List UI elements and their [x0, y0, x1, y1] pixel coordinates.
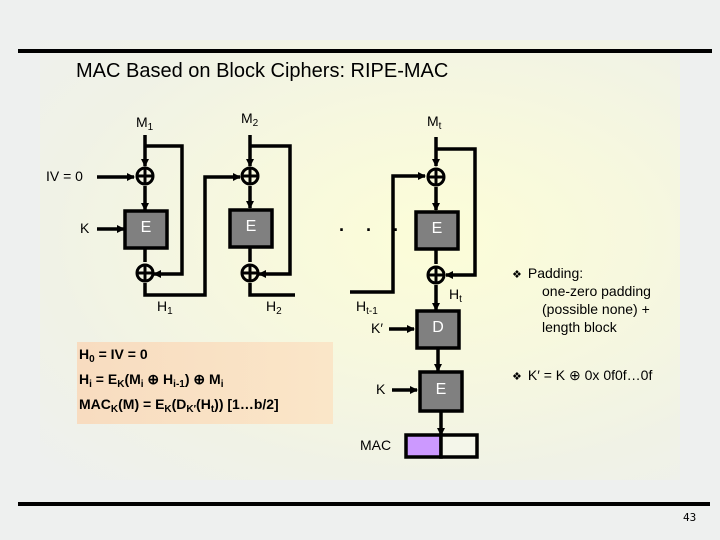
xor-icon-2-out [240, 263, 260, 283]
block-e2 [228, 208, 274, 249]
wire-m2-bypass [250, 144, 292, 278]
bullet-icon: ❖ [512, 371, 522, 383]
mac-output-left [404, 433, 443, 459]
block-d-label: D [432, 319, 444, 336]
block-e1 [123, 209, 169, 250]
wire-ht-1 [350, 172, 426, 294]
note-kprime: ❖K′ = K ⊕ 0x 0f0f…0f [512, 367, 653, 383]
label-k-prime: K′ [371, 320, 383, 336]
label-mac: MAC [360, 437, 392, 453]
note-padding: ❖Padding: [512, 265, 584, 281]
label-k-final: K [376, 381, 386, 397]
bottom-rule [18, 502, 710, 506]
formula-box [77, 342, 333, 424]
block-e-final [418, 370, 464, 413]
note-padding-line4: length block [542, 319, 617, 335]
note-padding-line2: one-zero padding [542, 283, 651, 299]
label-m1: M1 [136, 114, 154, 133]
wire-mt-bypass [436, 147, 477, 279]
label-m2: M2 [241, 110, 259, 129]
formula-h0: H0 = IV = 0 [79, 346, 148, 365]
label-mt: Mt [427, 113, 442, 132]
xor-icon-t-in [426, 167, 446, 187]
xor-icon-t-out [426, 265, 446, 285]
block-et [414, 210, 460, 251]
block-e-final-label: E [435, 381, 447, 398]
xor-icon-2-in [240, 166, 260, 186]
bullet-icon: ❖ [512, 269, 522, 281]
mac-output-right [439, 433, 479, 459]
label-k: K [80, 220, 90, 236]
xor-icon-1-out [135, 263, 155, 283]
wire-h2 [248, 283, 295, 297]
formula-mac: MACK(M) = EK(DK′(Ht)) [1…b/2] [79, 396, 279, 415]
page-number: 43 [683, 511, 697, 524]
wire-h1 [143, 173, 241, 297]
block-et-label: E [431, 220, 443, 237]
label-ht-minus-1: Ht-1 [356, 298, 378, 317]
xor-icon-1-in [135, 166, 155, 186]
slide-title: MAC Based on Block Ciphers: RIPE-MAC [76, 60, 449, 82]
label-h1: H1 [157, 298, 173, 317]
block-e1-label: E [140, 219, 152, 236]
block-e2-label: E [245, 218, 257, 235]
label-ht: Ht [449, 286, 462, 305]
wire-m1-bypass [145, 144, 184, 278]
ellipsis: · · · [339, 220, 407, 240]
formula-hi: Hi = EK(Mi ⊕ Hi-1) ⊕ Mi [79, 371, 224, 390]
top-rule [18, 49, 712, 53]
note-padding-line3: (possible none) + [542, 301, 650, 317]
label-iv: IV = 0 [46, 168, 83, 184]
block-d [415, 309, 461, 350]
label-h2: H2 [266, 298, 282, 317]
